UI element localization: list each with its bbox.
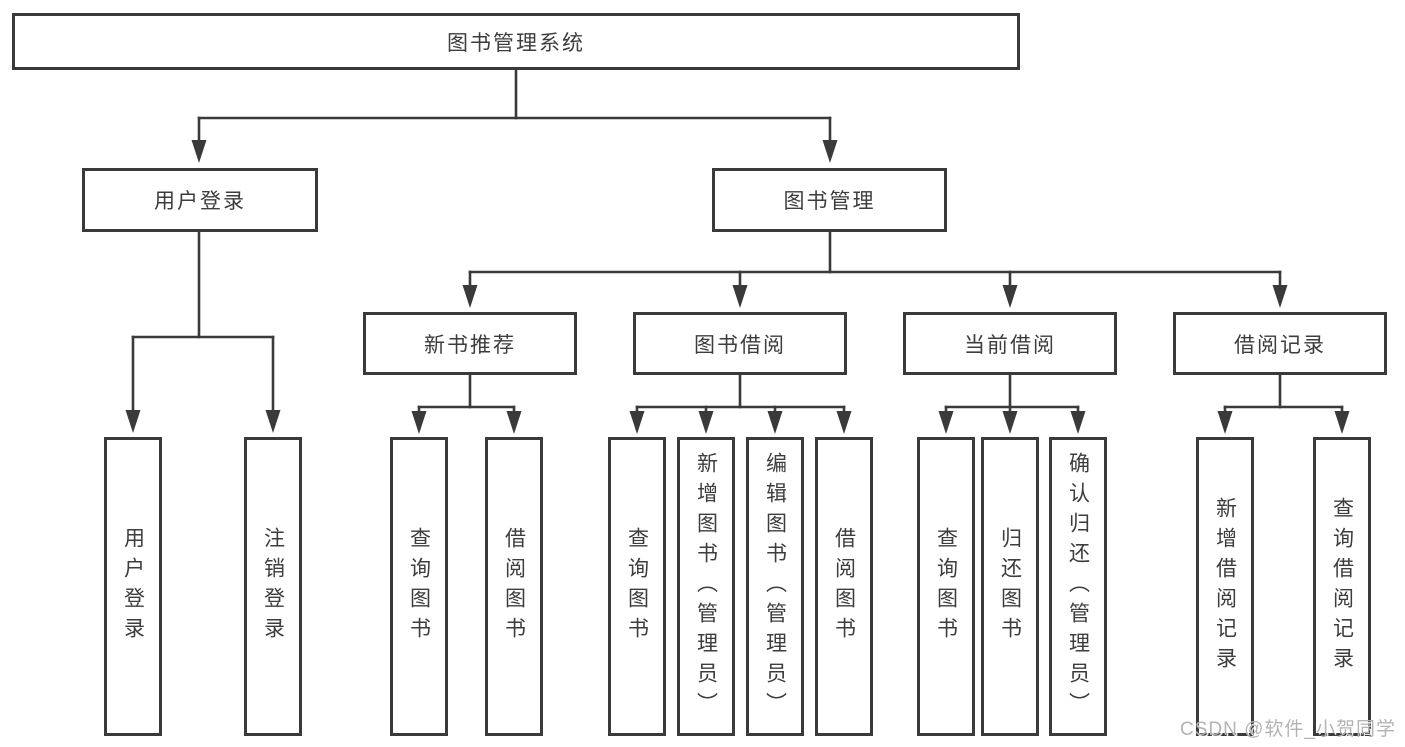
node-edit-book-admin: 编辑图书（管理员） [746,437,804,736]
node-return-books: 归还图书 [981,437,1039,736]
node-logout: 注销登录 [244,437,302,736]
node-query-books-borrowing: 查询图书 [608,437,666,736]
node-user-login: 用户登录 [82,168,318,232]
node-new-book-recommendation: 新书推荐 [363,312,577,375]
connector-new-book-recommendation-children [411,373,522,434]
connector-root-to-level2 [191,68,838,163]
node-borrow-books: 借阅图书 [815,437,873,736]
node-current-borrowing: 当前借阅 [903,312,1117,375]
node-book-management: 图书管理 [712,168,947,232]
node-add-book-admin: 新增图书（管理员） [677,437,735,736]
node-book-borrowing: 图书借阅 [633,312,847,375]
node-query-books-current: 查询图书 [917,437,975,736]
node-user-login-leaf: 用户登录 [104,437,162,736]
node-borrowing-records: 借阅记录 [1173,312,1387,375]
connector-book-borrowing-children [629,373,852,434]
node-library-management-system: 图书管理系统 [12,13,1020,70]
node-query-borrow-record: 查询借阅记录 [1313,437,1371,736]
connector-current-borrowing-children [938,373,1086,434]
connector-borrowing-records-children [1217,373,1350,434]
csdn-watermark: CSDN @软件_小贺同学 [1180,719,1396,740]
node-borrow-books-recommendation: 借阅图书 [485,437,543,736]
connector-book-management-children [462,230,1288,308]
node-query-books-recommendation: 查询图书 [390,437,448,736]
node-add-borrow-record: 新增借阅记录 [1196,437,1254,736]
node-confirm-return-admin: 确认归还（管理员） [1049,437,1107,736]
connector-user-login-children [125,230,281,433]
